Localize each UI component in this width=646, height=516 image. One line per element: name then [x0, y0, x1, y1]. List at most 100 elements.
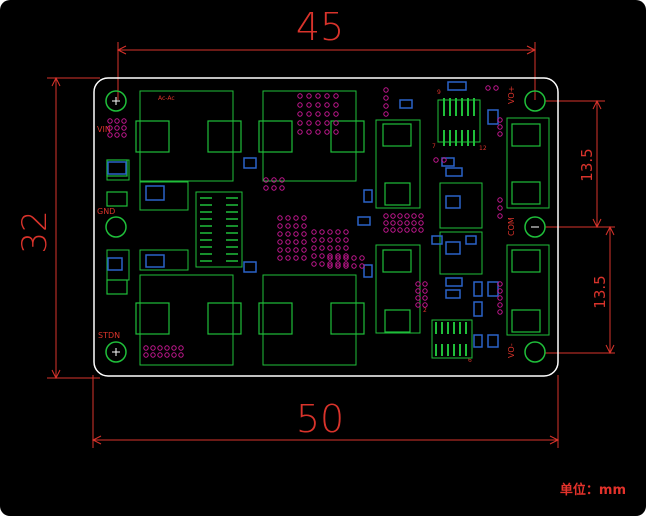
via	[293, 231, 299, 237]
via	[404, 220, 410, 226]
via	[311, 253, 317, 259]
via	[285, 231, 291, 237]
via	[411, 220, 417, 226]
ic-pins	[435, 98, 475, 356]
via	[404, 227, 410, 233]
via	[497, 205, 503, 211]
via	[351, 263, 357, 269]
via	[157, 345, 163, 351]
via	[343, 261, 349, 267]
via	[411, 213, 417, 219]
via	[404, 213, 410, 219]
right-upper-spacing-dimension: 13.5	[578, 148, 596, 181]
via	[311, 237, 317, 243]
via	[327, 255, 333, 261]
via	[335, 255, 341, 261]
via	[343, 237, 349, 243]
via	[497, 295, 503, 301]
hole-crosses	[112, 97, 539, 356]
vin-label: VIN	[97, 125, 111, 134]
top-width-dimension: 45	[296, 5, 344, 49]
via	[285, 247, 291, 253]
via	[301, 239, 307, 245]
via	[422, 302, 428, 308]
vo-minus-label: VO-	[507, 343, 516, 358]
via	[311, 261, 317, 267]
via	[114, 132, 120, 138]
via	[335, 237, 341, 243]
via	[301, 215, 307, 221]
component-outlines	[106, 90, 550, 366]
via	[178, 345, 184, 351]
com-label: COM	[507, 217, 516, 236]
via	[327, 229, 333, 235]
via	[493, 85, 499, 91]
via	[497, 131, 503, 137]
via	[301, 247, 307, 253]
via	[497, 302, 503, 308]
via	[324, 102, 330, 108]
via	[335, 263, 341, 269]
via	[497, 124, 503, 130]
via	[297, 111, 303, 117]
bottom-width-dimension: 50	[296, 397, 344, 441]
via	[114, 118, 120, 124]
via-field	[107, 85, 503, 358]
via	[164, 345, 170, 351]
via	[171, 352, 177, 358]
via	[121, 132, 127, 138]
via	[397, 213, 403, 219]
via	[279, 185, 285, 191]
pin-7-label: 7	[432, 143, 436, 150]
via	[333, 102, 339, 108]
via	[359, 255, 365, 261]
via	[333, 129, 339, 135]
via	[178, 352, 184, 358]
via	[497, 281, 503, 287]
via	[497, 197, 503, 203]
via	[415, 295, 421, 301]
via	[157, 352, 163, 358]
via	[311, 245, 317, 251]
via	[315, 111, 321, 117]
via	[164, 352, 170, 358]
via	[351, 255, 357, 261]
via	[315, 93, 321, 99]
via	[285, 255, 291, 261]
via	[277, 255, 283, 261]
via	[277, 215, 283, 221]
via	[383, 220, 389, 226]
via	[121, 125, 127, 131]
via	[433, 157, 439, 163]
via	[271, 185, 277, 191]
via	[319, 261, 325, 267]
via	[497, 288, 503, 294]
via	[324, 93, 330, 99]
via	[390, 227, 396, 233]
dimension-lines	[47, 42, 615, 448]
via	[415, 281, 421, 287]
via	[418, 220, 424, 226]
via	[306, 93, 312, 99]
via	[285, 239, 291, 245]
via	[315, 102, 321, 108]
pin-9-label: 9	[437, 89, 441, 96]
via	[415, 302, 421, 308]
via	[297, 93, 303, 99]
via	[150, 352, 156, 358]
via	[343, 229, 349, 235]
via	[485, 85, 491, 91]
board-outline	[93, 77, 559, 377]
via	[285, 223, 291, 229]
right-lower-spacing-dimension: 13.5	[591, 275, 609, 308]
via	[319, 229, 325, 235]
via	[422, 281, 428, 287]
via	[497, 309, 503, 315]
via	[497, 213, 503, 219]
via	[263, 177, 269, 183]
via	[293, 247, 299, 253]
via	[359, 263, 365, 269]
via	[411, 227, 417, 233]
via	[301, 255, 307, 261]
